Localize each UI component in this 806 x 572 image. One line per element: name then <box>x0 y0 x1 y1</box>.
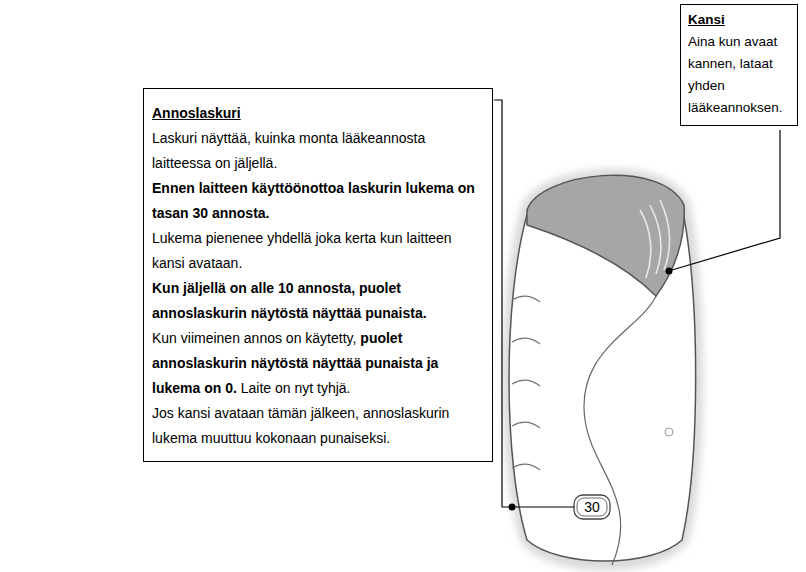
callout-text: Laskuri näyttää, kuinka monta lääkeannos… <box>152 126 484 176</box>
callout-text: Laite on nyt tyhjä. <box>241 380 351 396</box>
callout-text: Lukema pienenee yhdellä joka kerta kun l… <box>152 226 484 276</box>
callout-text: Aina kun avaat kannen, lataat yhden lääk… <box>688 31 790 119</box>
text-paragraph: Kun viimeinen annos on käytetty,puolet a… <box>152 326 484 401</box>
callout-heading: Annoslaskuri <box>152 101 484 126</box>
grip-ridge <box>512 338 540 344</box>
leader-dot <box>666 268 673 275</box>
callout-heading: Kansi <box>688 9 790 31</box>
callout-text: Kun viimeinen annos on käytetty, <box>152 330 356 346</box>
counter-callout-box: AnnoslaskuriLaskuri näyttää, kuinka mont… <box>143 88 493 462</box>
grip-ridge <box>512 296 540 302</box>
leader-dot <box>509 504 516 511</box>
side-button <box>665 428 673 436</box>
callout-text: Kun jäljellä on alle 10 annosta, puolet … <box>152 276 484 326</box>
callout-text: Ennen laitteen käyttöönottoa laskurin lu… <box>152 176 484 226</box>
grip-ridge <box>512 422 540 428</box>
dose-counter-reading: 30 <box>574 499 610 515</box>
cap-callout-box: KansiAina kun avaat kannen, lataat yhden… <box>680 4 798 126</box>
body-seam <box>584 296 656 565</box>
grip-ridges <box>512 296 540 470</box>
leader-lines <box>494 100 780 507</box>
inhaler-shadow <box>509 175 697 564</box>
inhaler-cap <box>527 175 684 296</box>
grip-ridge <box>512 380 540 386</box>
cap-stripes <box>640 200 670 278</box>
callout-text: Jos kansi avataan tämän jälkeen, annosla… <box>152 401 484 451</box>
grip-ridge <box>512 464 540 470</box>
dose-counter-window <box>574 495 610 519</box>
